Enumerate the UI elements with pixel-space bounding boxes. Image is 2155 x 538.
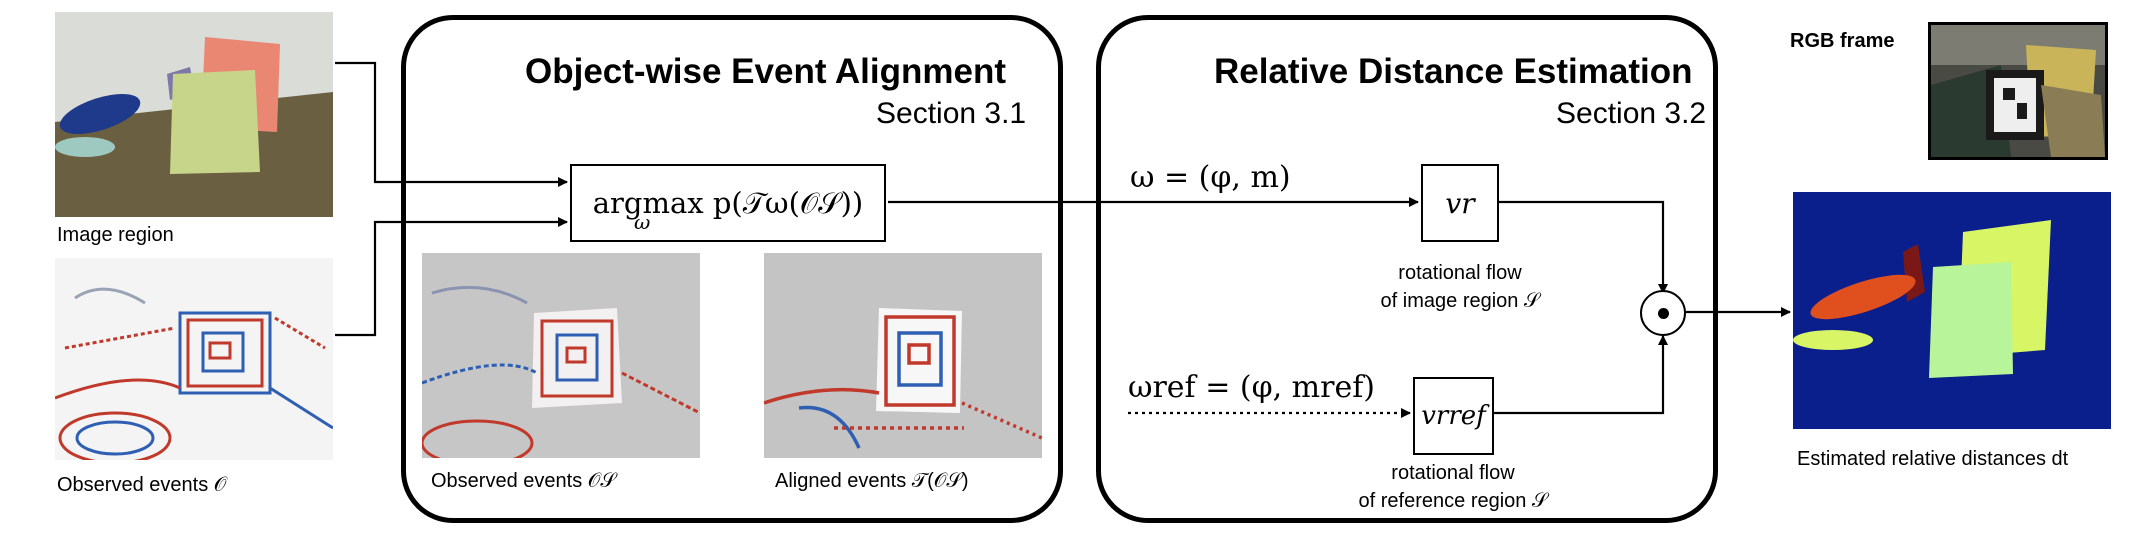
omega-ref-label: ωref = (φ, mref) — [1128, 370, 1376, 405]
distance-panel — [1096, 15, 1718, 523]
alignment-panel-title: Object-wise Event Alignment — [525, 52, 1007, 91]
alignment-panel — [401, 15, 1063, 523]
vr-ref-label: vrref — [1421, 401, 1486, 431]
argmax-formula-subscript: ω — [634, 210, 651, 234]
rot-flow-caption-line2: of image region 𝒮 — [1380, 290, 1540, 312]
observed-events-thumbnail — [55, 258, 333, 460]
rot-flow-ref-caption-line1: rotational flow — [1391, 462, 1515, 484]
argmax-formula: argmax p(𝒯ω(𝒪𝒮)) — [592, 185, 864, 220]
argmax-formula-box: argmax p(𝒯ω(𝒪𝒮)) — [570, 164, 886, 242]
rot-flow-ref-caption-line2: of reference region 𝒮 — [1358, 490, 1548, 512]
rot-flow-caption-line1: rotational flow — [1398, 262, 1522, 284]
distance-panel-title: Relative Distance Estimation — [1214, 52, 1693, 91]
distance-panel-section: Section 3.2 — [1556, 97, 1707, 130]
hadamard-product-symbol — [1657, 307, 1669, 319]
observed-events-s-thumbnail — [422, 253, 700, 458]
aligned-events-thumbnail — [764, 253, 1042, 458]
image-region-caption: Image region — [57, 224, 174, 246]
image-region-thumbnail — [55, 12, 333, 217]
aligned-events-caption: Aligned events 𝒯(𝒪𝒮) — [775, 470, 969, 492]
observed-events-caption: Observed events 𝒪 — [57, 474, 227, 496]
estimated-distances-caption: Estimated relative distances dt — [1797, 448, 2069, 470]
vr-ref-box: vrref — [1413, 377, 1494, 455]
observed-events-s-caption: Observed events 𝒪𝒮 — [431, 470, 616, 492]
alignment-panel-section: Section 3.1 — [876, 97, 1027, 130]
vr-box: vr — [1421, 164, 1499, 242]
vr-label: vr — [1445, 186, 1475, 220]
rgb-frame-label: RGB frame — [1790, 30, 1895, 52]
omega-label: ω = (φ, m) — [1130, 160, 1291, 195]
rgb-frame-thumbnail — [1928, 22, 2108, 160]
hadamard-product-node — [1640, 290, 1686, 336]
estimated-distances-thumbnail — [1793, 192, 2111, 429]
